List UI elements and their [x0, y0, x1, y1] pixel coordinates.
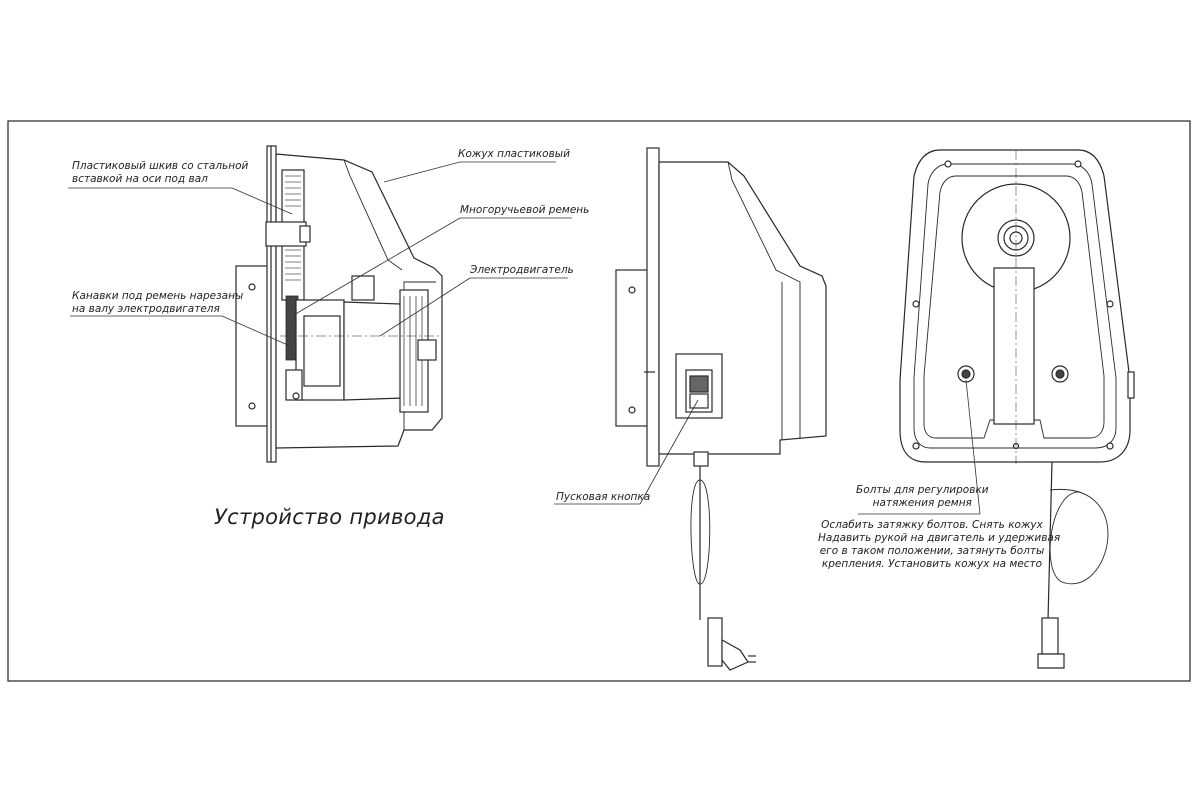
- leader-lines-left: [68, 161, 572, 347]
- label-start-button: Пусковая кнопка: [556, 491, 651, 503]
- instruction-line-2: Надавить рукой на двигатель и удерживая: [818, 532, 1061, 544]
- drawing-frame: [7, 120, 1191, 682]
- label-grooves: Канавки под ремень нарезаны на валу элек…: [72, 290, 243, 316]
- label-grooves-line-1: Канавки под ремень нарезаны: [72, 290, 244, 302]
- label-cover: Кожух пластиковый: [458, 148, 570, 160]
- front-view: [899, 149, 1135, 669]
- instruction-line-3: его в таком положении, затянуть болты: [819, 545, 1045, 557]
- section-view: [235, 145, 443, 463]
- leader-lines-middle: [554, 399, 699, 505]
- leader-lines-right: [858, 379, 981, 515]
- instruction-line-1: Ослабить затяжку болтов. Снять кожух: [821, 519, 1043, 531]
- label-grooves-line-2: на валу электродвигателя: [72, 303, 220, 315]
- label-bolts: Болты для регулировки натяжения ремня: [856, 484, 989, 510]
- label-pulley-line-2: вставкой на оси под вал: [72, 173, 208, 185]
- label-bolts-line-1: Болты для регулировки: [856, 484, 989, 496]
- label-motor: Электродвигатель: [470, 264, 574, 276]
- instruction-line-4: крепления. Установить кожух на место: [821, 558, 1043, 570]
- label-pulley: Пластиковый шкив со стальной вставкой на…: [72, 160, 248, 186]
- label-instruction: Ослабить затяжку болтов. Снять кожух Над…: [818, 519, 1061, 571]
- label-pulley-line-1: Пластиковый шкив со стальной: [72, 160, 249, 172]
- side-view: [615, 147, 827, 671]
- drawing-title: Устройство привода: [214, 505, 445, 529]
- label-belt: Многоручьевой ремень: [460, 204, 590, 216]
- label-bolts-line-2: натяжения ремня: [872, 497, 972, 509]
